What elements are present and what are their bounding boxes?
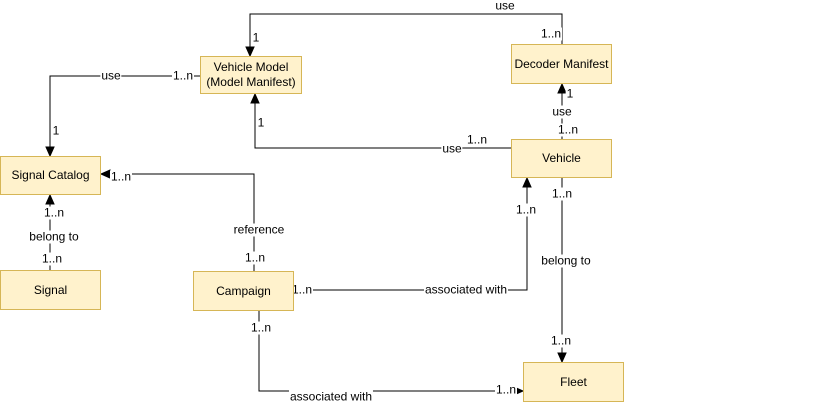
edge-target-cardinality-vehicle-model-use-signal-catalog: 1 — [51, 123, 61, 138]
edge-target-cardinality-vehicle-use-decoder-manifest: 1 — [565, 86, 575, 101]
edge-source-cardinality-vehicle-belong-to-fleet: 1..n — [550, 186, 574, 201]
edge-source-cardinality-vehicle-model-use-signal-catalog: 1..n — [171, 68, 195, 83]
node-fleet: Fleet — [523, 362, 624, 402]
node-vehicle-model: Vehicle Model (Model Manifest) — [200, 56, 302, 94]
edge-campaign-associated-with-vehicle — [294, 176, 532, 291]
edge-source-cardinality-signal-belong-to-signal-catalog: 1..n — [40, 251, 64, 266]
edge-source-cardinality-vehicle-use-vehicle-model: 1..n — [465, 132, 489, 147]
edge-relation-label-vehicle-belong-to-fleet: belong to — [540, 253, 592, 268]
edge-relation-label-campaign-associated-with-fleet: associated with — [288, 389, 374, 403]
edge-campaign-associated-with-fleet — [258, 311, 525, 396]
edge-relation-label-vehicle-model-use-signal-catalog: use — [100, 68, 122, 83]
node-vehicle: Vehicle — [511, 139, 612, 178]
edge-source-cardinality-decoder-manifest-use-vehicle-model: 1..n — [539, 26, 563, 41]
node-signal-catalog: Signal Catalog — [0, 156, 101, 195]
edge-target-cardinality-vehicle-use-vehicle-model: 1 — [256, 115, 266, 130]
edge-relation-label-signal-belong-to-signal-catalog: belong to — [28, 229, 80, 244]
node-campaign: Campaign — [193, 271, 294, 311]
edge-relation-label-campaign-associated-with-vehicle: associated with — [423, 282, 509, 297]
edge-source-cardinality-campaign-reference-signal-catalog: 1..n — [243, 250, 267, 265]
edge-target-cardinality-campaign-associated-with-fleet: 1..n — [494, 382, 518, 397]
edge-relation-label-campaign-reference-signal-catalog: reference — [232, 222, 286, 237]
edge-vehicle-model-use-signal-catalog — [45, 75, 200, 158]
edge-relation-label-vehicle-use-decoder-manifest: use — [551, 104, 573, 119]
edge-target-cardinality-campaign-reference-signal-catalog: 1..n — [109, 169, 133, 184]
node-decoder-manifest: Decoder Manifest — [511, 44, 612, 84]
edge-source-cardinality-campaign-associated-with-vehicle: 1..n — [290, 282, 314, 297]
edge-target-cardinality-signal-belong-to-signal-catalog: 1..n — [42, 205, 66, 220]
edge-campaign-reference-signal-catalog — [99, 169, 255, 271]
edge-target-cardinality-decoder-manifest-use-vehicle-model: 1 — [251, 30, 261, 45]
edge-relation-label-vehicle-use-vehicle-model: use — [441, 141, 463, 156]
edge-source-cardinality-campaign-associated-with-fleet: 1..n — [249, 320, 273, 335]
edge-target-cardinality-campaign-associated-with-vehicle: 1..n — [514, 202, 538, 217]
node-signal: Signal — [0, 270, 101, 310]
edge-source-cardinality-vehicle-use-decoder-manifest: 1..n — [556, 122, 580, 137]
edge-relation-label-decoder-manifest-use-vehicle-model: use — [494, 0, 516, 13]
edge-vehicle-use-vehicle-model — [250, 92, 511, 149]
edge-target-cardinality-vehicle-belong-to-fleet: 1..n — [549, 333, 573, 348]
